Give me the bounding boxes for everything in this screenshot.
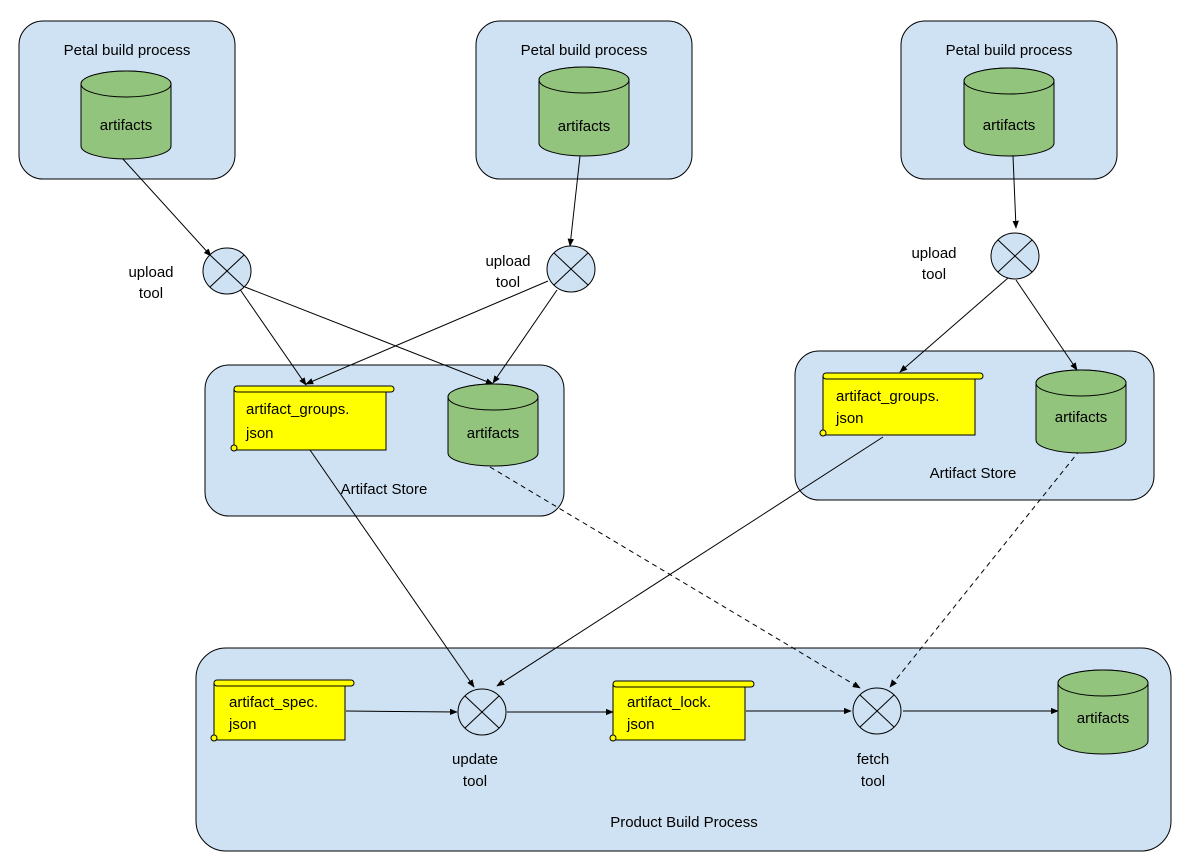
edge-upload2-to-groups1 xyxy=(305,280,549,385)
store-artifacts-label-2: artifacts xyxy=(1055,409,1108,426)
upload-tool-2-label-line1: upload xyxy=(485,253,530,270)
upload-tool-3-cross-b xyxy=(997,239,1033,273)
edge-groups2-to-update xyxy=(496,436,884,687)
fetch-tool-cross-b xyxy=(859,694,895,728)
artifact-groups-doc-2-line2: json xyxy=(835,410,864,427)
edge-spec-to-update xyxy=(345,708,458,716)
fetch-tool-label-line1: fetch xyxy=(857,751,890,768)
store-artifacts-label-1: artifacts xyxy=(467,425,520,442)
upload-tool-1-label-line1: upload xyxy=(128,264,173,281)
upload-tool-1-label-line2: tool xyxy=(139,285,163,302)
edge-petal1-to-upload1 xyxy=(121,157,212,257)
upload-tool-1 xyxy=(202,247,252,295)
artifact-lock-doc-line1: artifact_lock. xyxy=(627,694,711,711)
artifact-store-label-1: Artifact Store xyxy=(341,481,428,498)
petal-artifacts-label-3: artifacts xyxy=(983,117,1036,134)
edge-upload1-to-groups1 xyxy=(238,287,307,386)
update-tool-label-line1: update xyxy=(452,751,498,768)
artifact-spec-doc-line2: json xyxy=(228,716,257,733)
artifact-spec-doc: artifact_spec. json xyxy=(210,679,355,742)
petal-build-label-3: Petal build process xyxy=(946,42,1073,59)
petal-artifacts-label-1: artifacts xyxy=(100,117,153,134)
store-artifacts-cylinder-2: artifacts xyxy=(1035,369,1127,454)
fetch-tool-label-line2: tool xyxy=(861,773,885,790)
product-build-box xyxy=(195,647,1172,852)
petal-artifacts-cylinder-3: artifacts xyxy=(963,67,1055,157)
artifact-groups-doc-2: artifact_groups. json xyxy=(819,372,984,437)
edge-petal2-to-upload2 xyxy=(567,155,581,247)
edge-petal3-to-upload3 xyxy=(1012,155,1019,229)
upload-tool-2 xyxy=(546,245,596,293)
upload-tool-2-label-line2: tool xyxy=(496,274,520,291)
update-tool-cross-b xyxy=(464,695,500,729)
artifact-lock-doc-line2: json xyxy=(626,716,655,733)
petal-artifacts-cylinder-1: artifacts xyxy=(80,70,172,160)
artifact-groups-doc-1-line1: artifact_groups. xyxy=(246,401,349,418)
petal-artifacts-cylinder-2: artifacts xyxy=(538,66,630,157)
petal-build-label-2: Petal build process xyxy=(521,42,648,59)
artifact-lock-doc: artifact_lock. json xyxy=(609,680,755,742)
edge-upload3-to-groups2 xyxy=(899,277,1009,373)
artifact-groups-doc-1-line2: json xyxy=(245,425,274,442)
artifact-groups-doc-2-line1: artifact_groups. xyxy=(836,388,939,405)
store-artifacts-cylinder-1: artifacts xyxy=(447,383,539,467)
update-tool-label-line2: tool xyxy=(463,773,487,790)
product-artifacts-label: artifacts xyxy=(1077,710,1130,727)
upload-tool-3 xyxy=(990,232,1040,280)
upload-tool-3-label-line1: upload xyxy=(911,245,956,262)
edge-upload1-to-store1-artifacts xyxy=(244,286,494,385)
artifact-spec-doc-line1: artifact_spec. xyxy=(229,694,318,711)
artifact-store-label-2: Artifact Store xyxy=(930,465,1017,482)
product-artifacts-cylinder: artifacts xyxy=(1057,669,1149,755)
artifact-groups-doc-1: artifact_groups. json xyxy=(230,385,395,452)
petal-artifacts-label-2: artifacts xyxy=(558,118,611,135)
edge-upload2-to-store1-artifacts xyxy=(492,289,558,384)
edge-upload3-to-store2-artifacts xyxy=(1015,279,1078,371)
upload-tool-2-cross-b xyxy=(553,252,589,286)
upload-tool-1-cross-b xyxy=(209,254,245,288)
edge-store2-artifacts-to-fetch xyxy=(889,449,1081,688)
edge-groups1-to-update xyxy=(309,449,475,688)
update-tool xyxy=(457,688,507,736)
petal-build-label-1: Petal build process xyxy=(64,42,191,59)
upload-tool-3-label-line2: tool xyxy=(922,266,946,283)
product-build-label: Product Build Process xyxy=(610,814,758,831)
fetch-tool xyxy=(852,687,902,735)
